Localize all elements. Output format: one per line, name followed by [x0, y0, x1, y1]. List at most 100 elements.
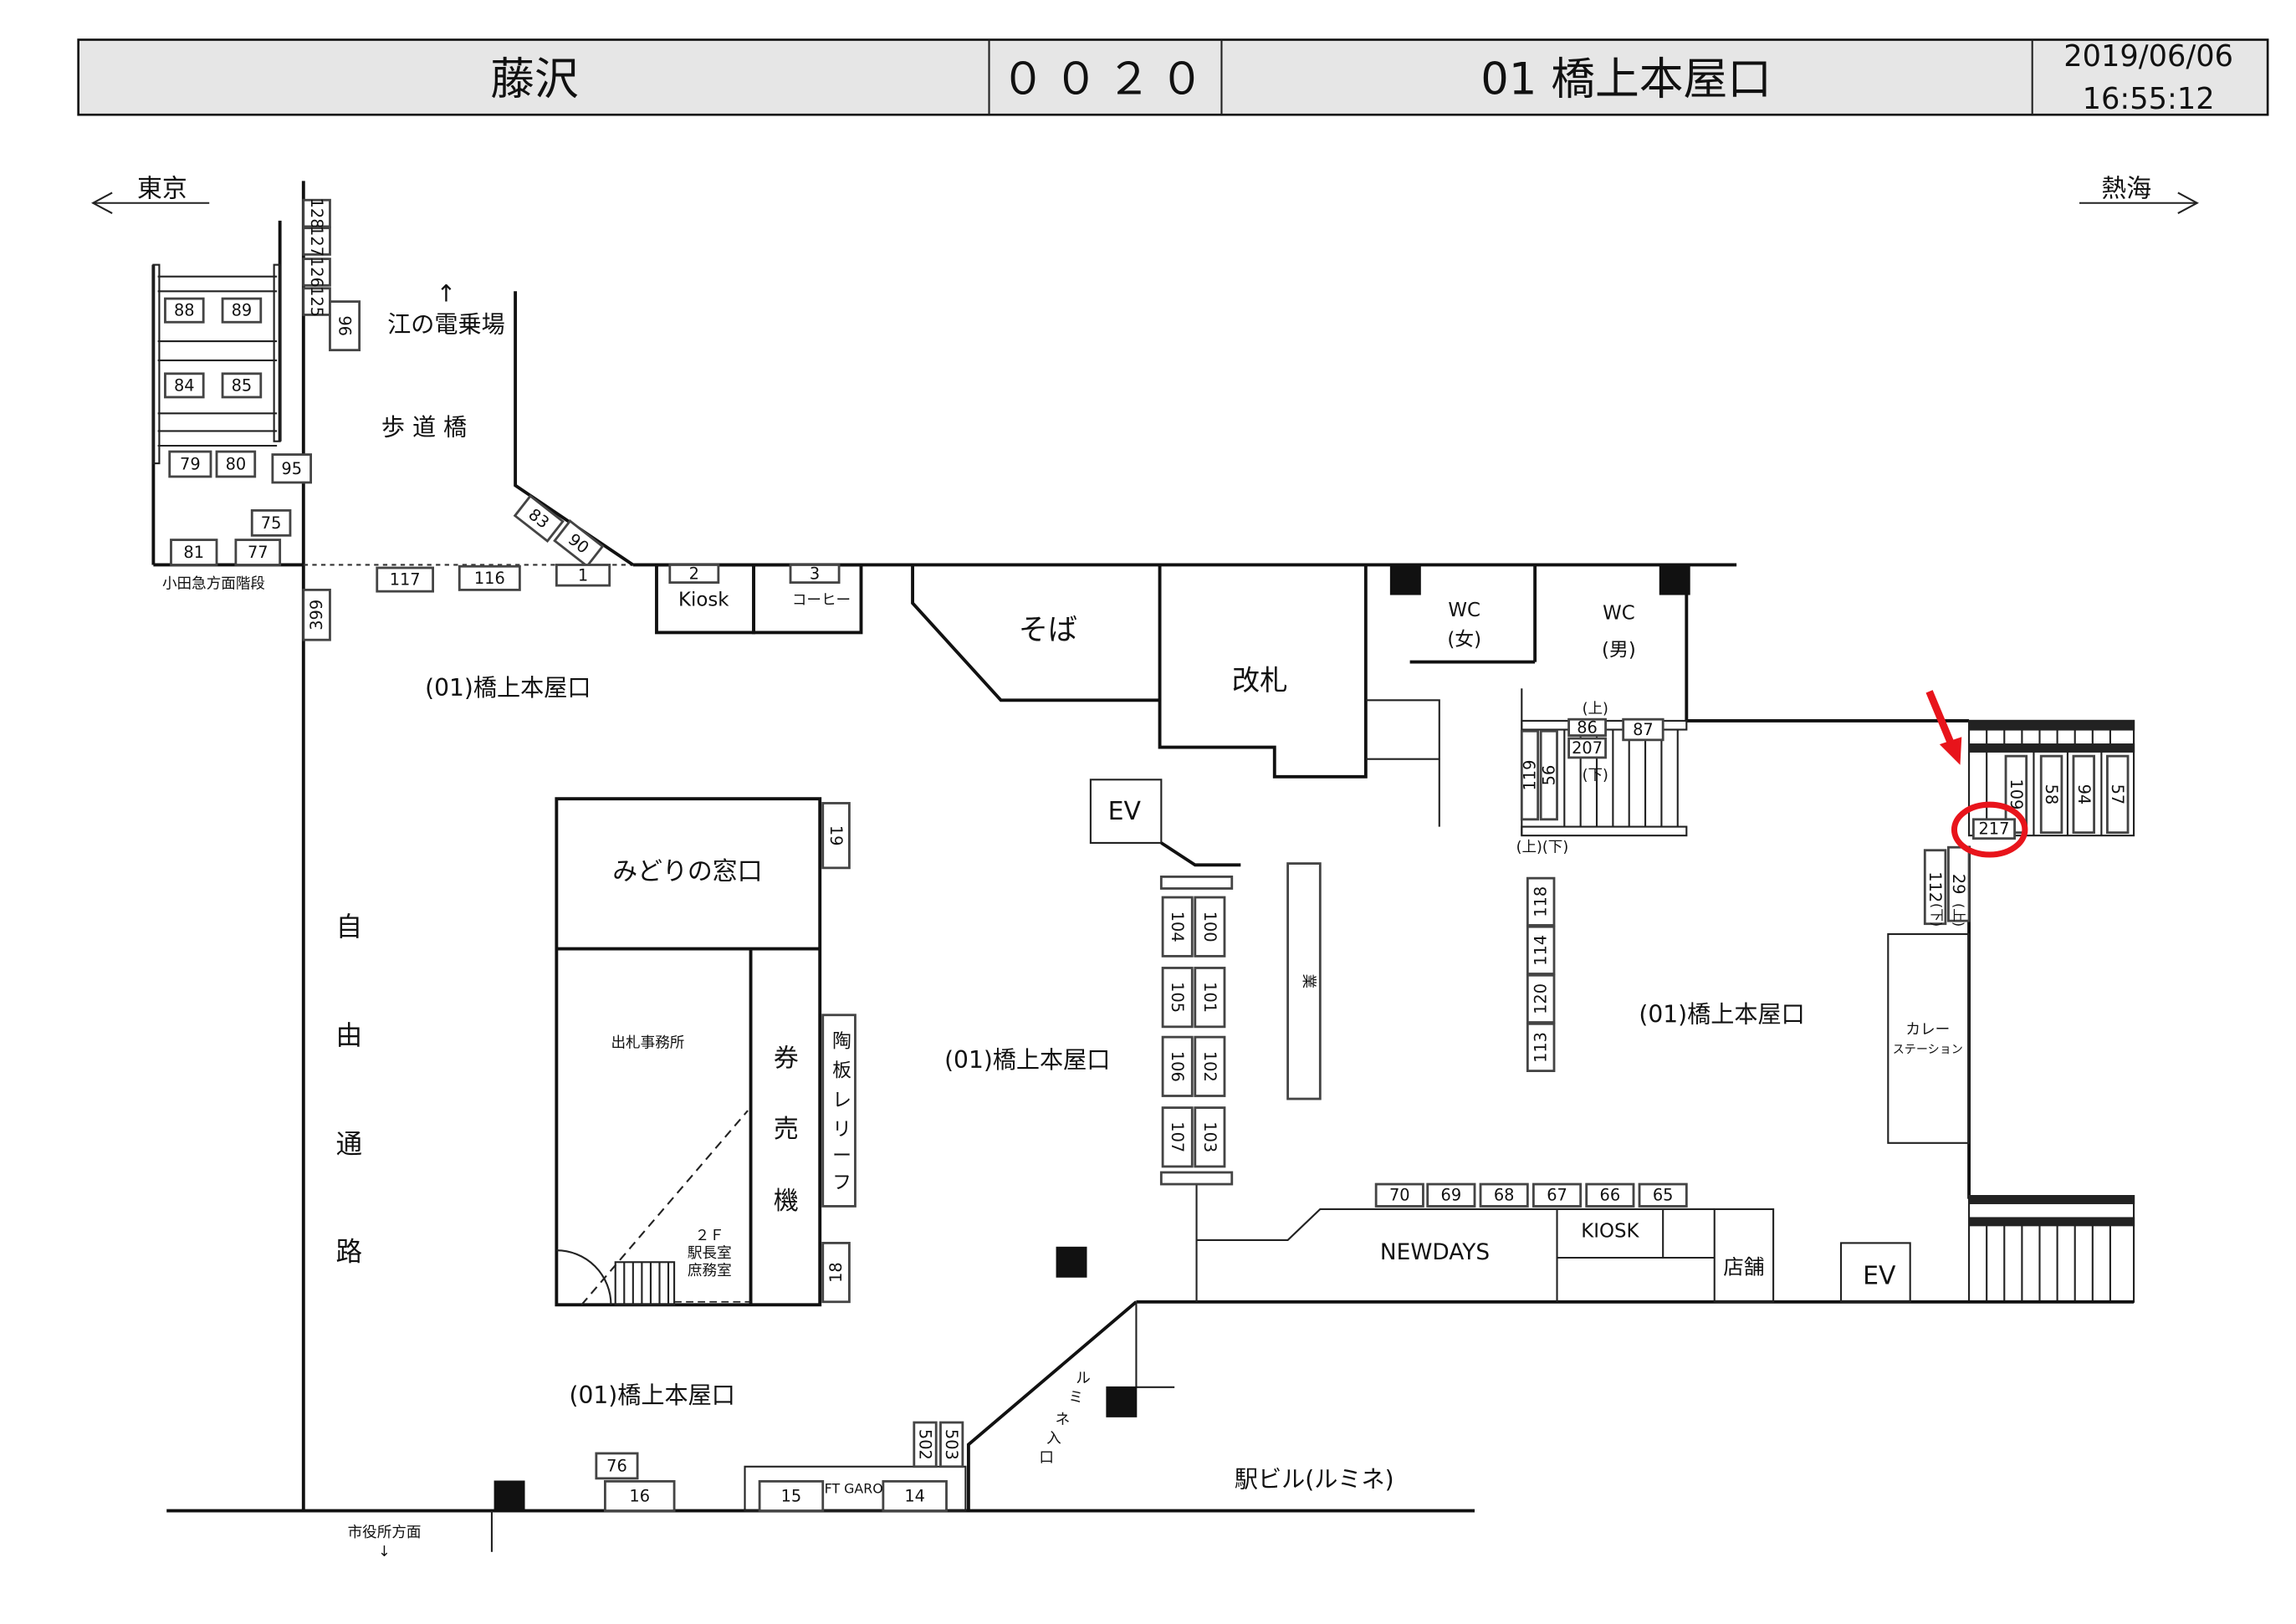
- ad-box-frame: [1526, 876, 1556, 927]
- ad-box-frame: [302, 588, 331, 641]
- ad-box-frame: [1520, 729, 1540, 821]
- ad-box-number: 1: [578, 565, 588, 585]
- time: 16:55:12: [2083, 82, 2215, 116]
- ad-box-frame: [1923, 849, 1947, 926]
- ad-box-119: 119: [1520, 729, 1540, 821]
- ad-box-frame: [1194, 1035, 1226, 1097]
- ad-box-68: 68: [1479, 1182, 1529, 1208]
- ad-box-15: 15: [758, 1479, 825, 1512]
- ad-box-frame: [302, 258, 331, 287]
- ad-box-frame: [458, 564, 521, 591]
- ad-box-number: 113: [1532, 1032, 1551, 1063]
- ad-box-frame: [250, 508, 292, 537]
- pillar: [1389, 564, 1421, 595]
- ad-box-frame: [1161, 967, 1194, 1029]
- ad-box-frame: [221, 372, 263, 399]
- exit-label: (01)橋上本屋口: [1639, 1001, 1804, 1029]
- ad-box-frame: [329, 300, 361, 352]
- ad-box-94: 94: [2072, 754, 2095, 835]
- ad-box-frame: [1622, 718, 1664, 742]
- pillar: [1106, 1386, 1138, 1417]
- ad-box-2: 2: [668, 564, 720, 584]
- ad-box-frame: [2072, 754, 2095, 835]
- ad-box-number: 106: [1168, 1051, 1187, 1082]
- ad-box-frame: [882, 1479, 948, 1512]
- ad-box-58: 58: [2039, 754, 2063, 835]
- ad-box-number: 75: [261, 513, 282, 533]
- arrow-right-icon: [2177, 192, 2199, 214]
- up-arrow-icon: ↑: [437, 280, 457, 308]
- ad-box-frame: [1567, 737, 1607, 759]
- ad-box-66: 66: [1585, 1182, 1635, 1208]
- gift-shop-label: FT GARO: [825, 1480, 883, 1496]
- ad-box-18: 18: [821, 1241, 851, 1304]
- ad-box-frame: [1194, 896, 1226, 958]
- lumine-entrance-label: ミ: [1069, 1389, 1084, 1406]
- ad-box-number: 502: [916, 1429, 935, 1460]
- ad-box-number: 16: [629, 1486, 650, 1505]
- ad-box-103: 103: [1194, 1106, 1226, 1168]
- ad-box-frame: [1161, 896, 1194, 958]
- ad-box-frame: [2105, 754, 2130, 835]
- stairs-up-label: (上): [1583, 701, 1608, 718]
- ad-box-number: 68: [1494, 1186, 1515, 1205]
- ticket-machine-label: 売: [774, 1115, 799, 1144]
- ad-box-frame: [1526, 973, 1556, 1024]
- footbridge-label: 歩 道 橋: [381, 414, 467, 442]
- ad-box-frame: [168, 450, 212, 478]
- ticket-machine-label: 券: [774, 1044, 799, 1073]
- ad-box-frame: [302, 198, 331, 228]
- ad-box-113: 113: [1526, 1022, 1556, 1073]
- tokyo-label: 東京: [137, 175, 187, 204]
- pillar: [493, 1480, 525, 1512]
- ad-box-number: 67: [1547, 1186, 1567, 1205]
- ad-box-number: 120: [1532, 983, 1551, 1014]
- ad-box-101: 101: [1194, 967, 1226, 1029]
- lumine-entrance-label: 口: [1039, 1450, 1054, 1467]
- ad-box-75: 75: [250, 508, 292, 537]
- ad-box-number: 503: [942, 1429, 961, 1460]
- ad-box-112: 112: [1923, 849, 1947, 926]
- odakyu-stairs-label: 小田急方面階段: [162, 576, 265, 593]
- relief-panel: [821, 1014, 857, 1208]
- ad-box-217: 217: [1971, 818, 2016, 840]
- ad-box-number: 29: [1949, 874, 1968, 895]
- stairs-updown-label: (上)(下): [1516, 839, 1569, 855]
- ad-box-frame: [2039, 754, 2063, 835]
- date: 2019/06/06: [2063, 39, 2233, 74]
- ad-box-105: 105: [1161, 967, 1194, 1029]
- labels: ↑ 江の電乗場 歩 道 橋 小田急方面階段 (01)橋上本屋口 (01)橋上本屋…: [162, 280, 1966, 1560]
- ad-box-number: 15: [781, 1486, 802, 1505]
- ad-box-frame: [821, 1241, 851, 1304]
- ad-box-number: 86: [1577, 718, 1598, 737]
- direction-tokyo: 東京: [91, 175, 210, 214]
- ad-box-number: 65: [1653, 1186, 1674, 1205]
- ad-box-80: 80: [215, 450, 257, 478]
- ad-box-56: 56: [1539, 729, 1558, 821]
- station-code: ００２０: [1001, 54, 1213, 105]
- exit-label: (01)橋上本屋口: [570, 1381, 735, 1409]
- ad-box-86: 86: [1567, 718, 1607, 737]
- ad-box-frame: [376, 566, 435, 593]
- ad-box-number: 116: [474, 569, 505, 588]
- lumine-entrance-label: ル: [1076, 1371, 1091, 1387]
- ad-box-77: 77: [234, 539, 282, 566]
- ad-box-107: 107: [1161, 1106, 1194, 1168]
- ad-box-number: 399: [307, 600, 326, 631]
- ad-box-number: 69: [1441, 1186, 1462, 1205]
- ad-box-number: 94: [2074, 784, 2094, 805]
- pillar: [1659, 564, 1690, 595]
- ad-box-frame: [1585, 1182, 1635, 1208]
- ad-box-number: 87: [1633, 720, 1654, 739]
- ad-box-14: 14: [882, 1479, 948, 1512]
- ad-box-number: 117: [390, 570, 421, 590]
- ad-box-frame: [789, 564, 841, 584]
- ad-box-70: 70: [1374, 1182, 1424, 1208]
- ad-box-frame: [164, 372, 205, 399]
- ad-box-number: 102: [1200, 1051, 1220, 1082]
- ad-box-95: 95: [271, 453, 313, 484]
- ad-box-57: 57: [2105, 754, 2130, 835]
- ad-box-3: 3: [789, 564, 841, 584]
- soba-label: そば: [1019, 613, 1077, 647]
